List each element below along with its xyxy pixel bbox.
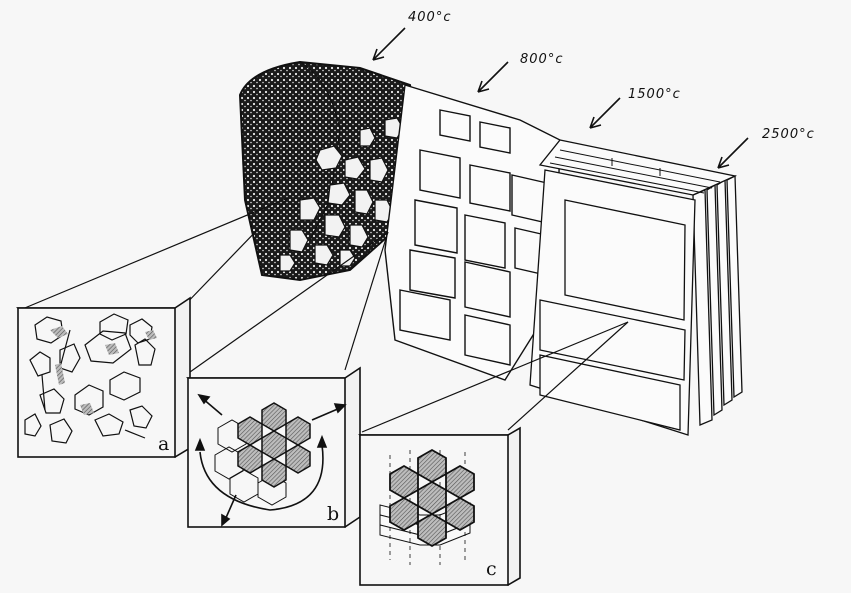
inset-a xyxy=(15,296,191,458)
temperature-label-400: 400°c xyxy=(408,10,452,25)
temperature-label-2500: 2500°c xyxy=(762,127,815,142)
temperature-arrows xyxy=(372,27,749,169)
inset-b-label: b xyxy=(327,503,340,525)
inset-c xyxy=(358,426,521,587)
graphitic-layers xyxy=(529,139,743,436)
inset-b xyxy=(185,366,361,529)
projection-lines xyxy=(19,197,629,433)
inset-a-label: a xyxy=(158,433,170,455)
temperature-label-1500: 1500°c xyxy=(628,87,681,102)
inset-c-label: c xyxy=(486,558,497,580)
turbostratic-region xyxy=(384,84,561,381)
temperature-label-800: 800°c xyxy=(520,52,564,67)
amorphous-carbon-region xyxy=(238,60,422,282)
